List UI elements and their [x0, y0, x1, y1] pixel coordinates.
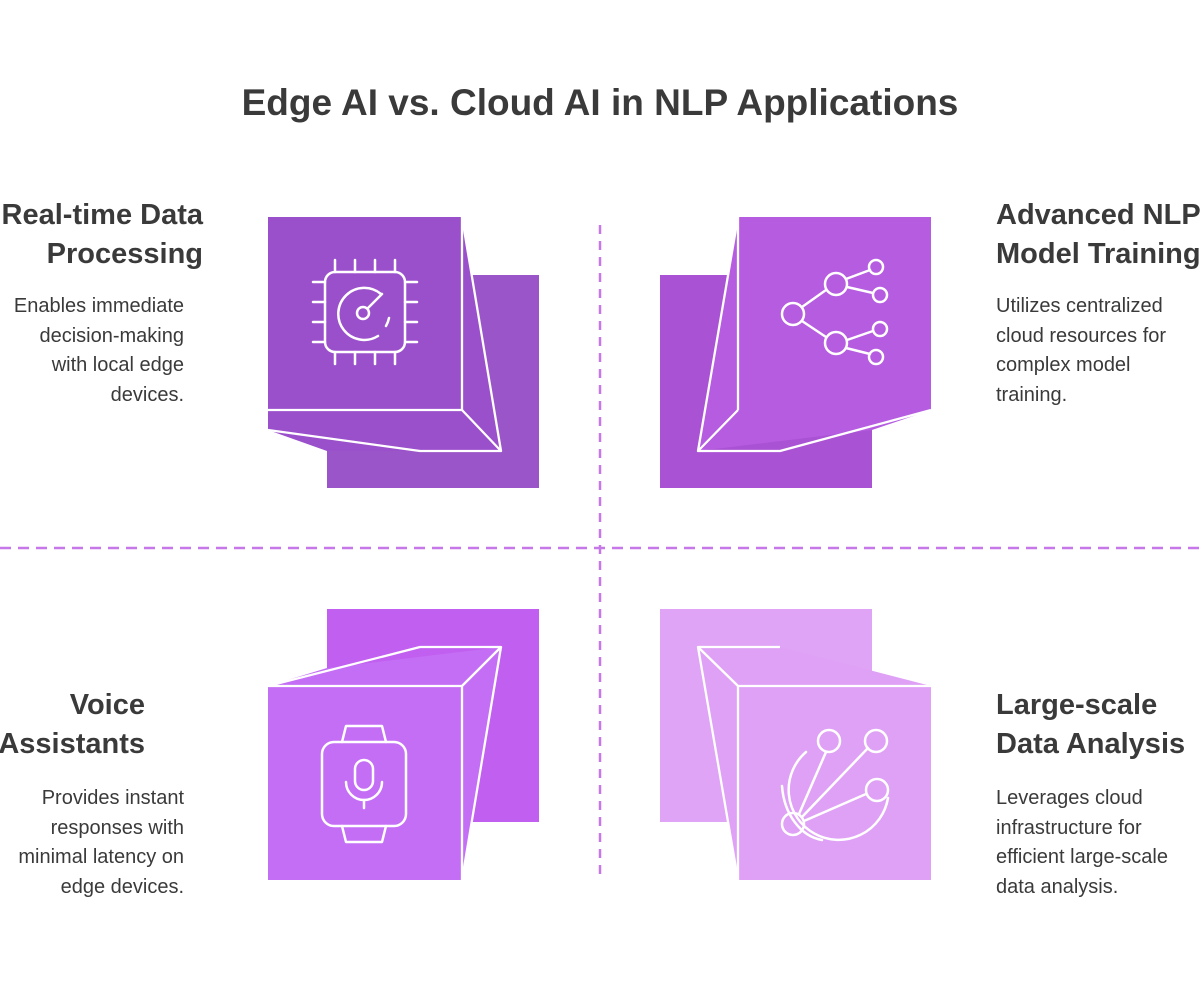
advanced-nlp-desc-line-4: training. [996, 383, 1068, 406]
real-time-desc-line-4: devices. [110, 383, 184, 406]
real-time-desc-line-2: decision-making [39, 324, 184, 347]
globe-network-icon [780, 728, 890, 842]
real-time-heading-line-2: Processing [46, 238, 203, 270]
large-scale-desc-line-4: data analysis. [996, 875, 1119, 898]
voice-heading-line-1: Voice [69, 689, 145, 721]
voice-desc-line-2: responses with [50, 816, 184, 839]
voice-desc-line-3: minimal latency on [18, 846, 184, 868]
large-scale-heading: Large-scale Data Analysis [996, 686, 1185, 764]
real-time-description: Enables immediate decision-making with l… [14, 292, 184, 410]
voice-description: Provides instant responses with minimal … [18, 784, 184, 902]
advanced-nlp-desc-line-1: Utilizes centralized [996, 295, 1163, 317]
advanced-nlp-heading: Advanced NLP Model Training [996, 196, 1200, 274]
voice-desc-line-4: edge devices. [60, 875, 184, 898]
large-scale-description: Leverages cloud infrastructure for effic… [996, 784, 1168, 902]
advanced-nlp-heading-line-1: Advanced NLP [996, 199, 1200, 231]
large-scale-desc-line-2: infrastructure for [996, 816, 1142, 839]
page-title: Edge AI vs. Cloud AI in NLP Applications [241, 82, 959, 123]
real-time-desc-line-3: with local edge [51, 354, 184, 376]
advanced-nlp-desc-line-3: complex model [996, 354, 1131, 376]
large-scale-desc-line-3: efficient large-scale [996, 846, 1168, 868]
large-scale-heading-line-1: Large-scale [996, 689, 1158, 721]
smartwatch-mic-icon [320, 724, 408, 844]
large-scale-heading-line-2: Data Analysis [996, 728, 1186, 760]
real-time-heading: Real-time Data Processing [2, 196, 203, 274]
real-time-heading-line-1: Real-time Data [1, 199, 203, 231]
branch-network-icon [780, 258, 889, 366]
voice-heading: Voice Assistants [0, 686, 145, 764]
cpu-gauge-icon [311, 258, 419, 366]
voice-desc-line-1: Provides instant [41, 787, 184, 809]
real-time-desc-line-1: Enables immediate [13, 295, 184, 317]
advanced-nlp-desc-line-2: cloud resources for [996, 324, 1167, 347]
large-scale-desc-line-1: Leverages cloud [996, 787, 1143, 809]
voice-heading-line-2: Assistants [0, 728, 145, 760]
advanced-nlp-heading-line-2: Model Training [996, 238, 1200, 270]
advanced-nlp-description: Utilizes centralized cloud resources for… [996, 292, 1166, 410]
